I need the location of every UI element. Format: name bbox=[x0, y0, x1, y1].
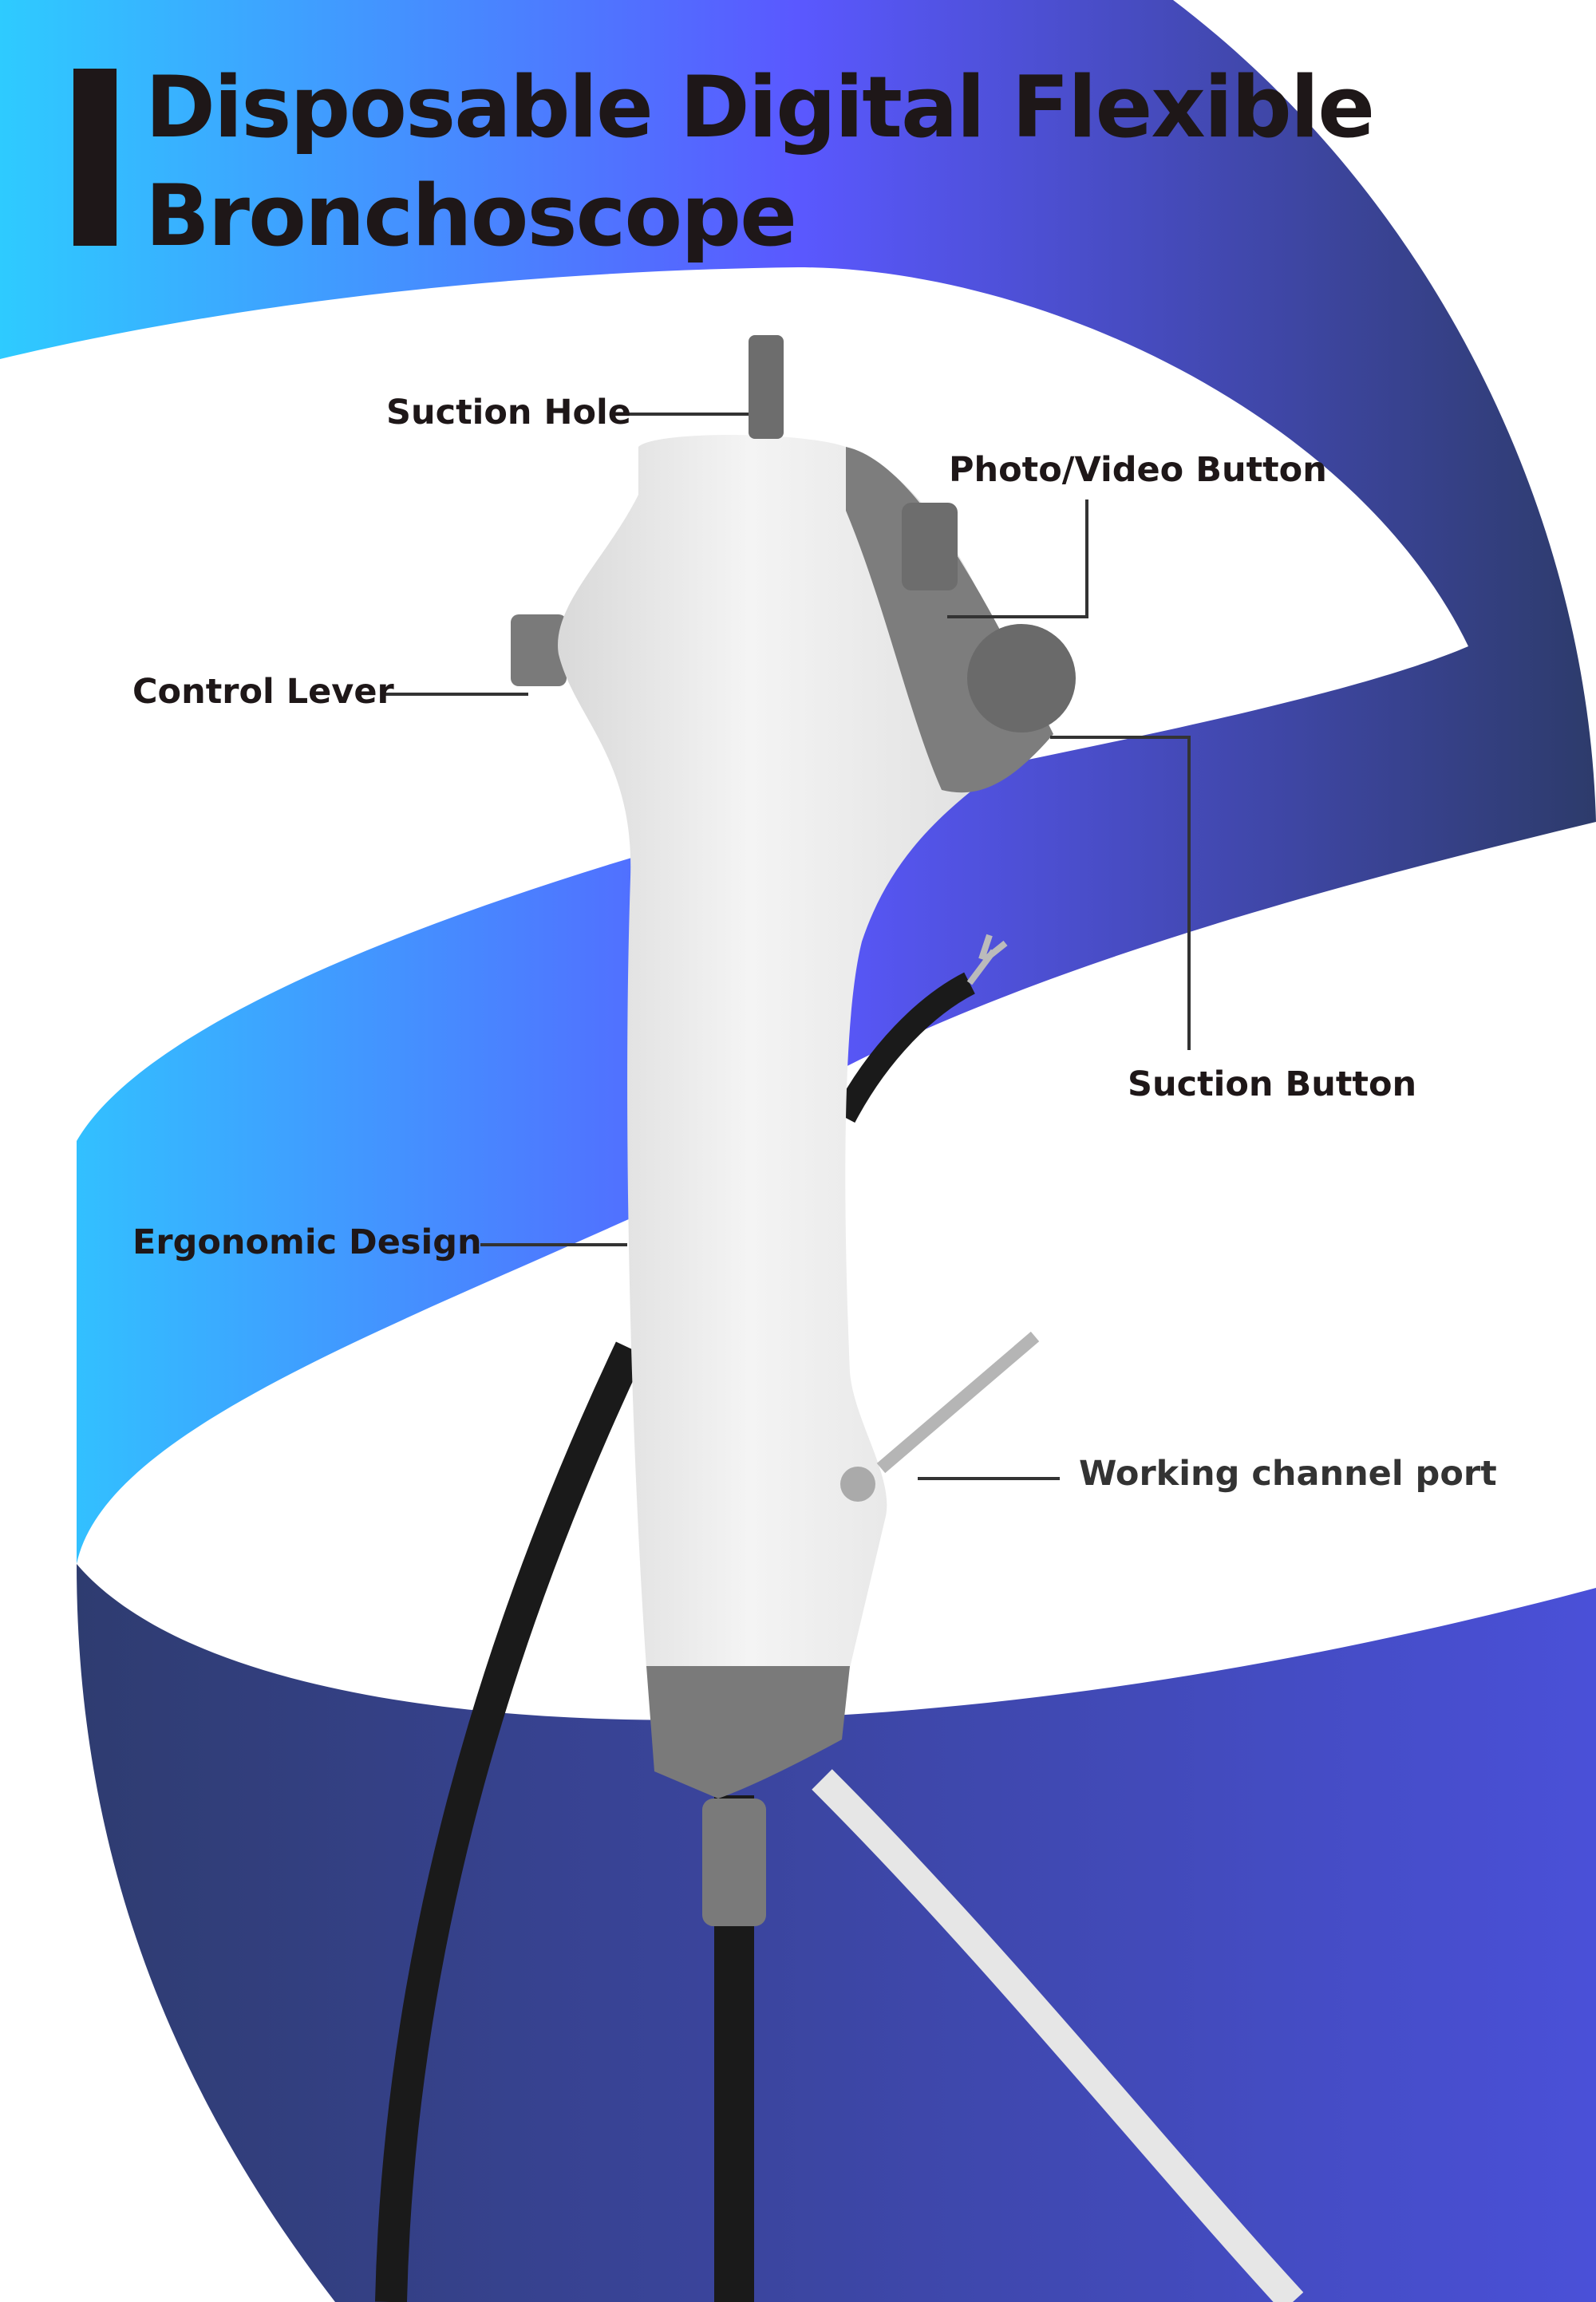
ribbon-bottom bbox=[77, 1564, 1596, 2302]
handle-body bbox=[558, 435, 1037, 1668]
ribbon-top-middle bbox=[0, 0, 1596, 1564]
strain-relief bbox=[702, 1799, 766, 1926]
callout-working-channel-port: Working channel port bbox=[1079, 1454, 1497, 1494]
title-accent-bar bbox=[73, 69, 117, 246]
page-title-line2: Bronchoscope bbox=[145, 167, 797, 265]
control-lever-shape bbox=[511, 614, 567, 686]
page-title-line1: Disposable Digital Flexible bbox=[145, 58, 1375, 156]
callout-control-lever: Control Lever bbox=[132, 672, 394, 712]
upper-cable bbox=[833, 972, 975, 1123]
insertion-cable bbox=[375, 1341, 646, 2302]
working-channel-rod bbox=[876, 1331, 1040, 1474]
white-tube bbox=[812, 1769, 1304, 2302]
working-channel-port-shape bbox=[840, 1467, 875, 1502]
suction-port-shape bbox=[749, 335, 784, 439]
bottom-collar bbox=[646, 1666, 850, 1799]
leader-lines bbox=[385, 413, 1191, 1480]
callout-suction-hole: Suction Hole bbox=[386, 393, 631, 432]
callout-photo-video-button: Photo/Video Button bbox=[949, 450, 1327, 490]
photo-button-shape bbox=[902, 503, 958, 590]
bronchoscope-illustration bbox=[375, 335, 1304, 2302]
forceps-tip bbox=[966, 934, 1008, 985]
callout-suction-button: Suction Button bbox=[1128, 1064, 1417, 1104]
suction-button-shape bbox=[967, 624, 1076, 732]
callout-ergonomic-design: Ergonomic Design bbox=[132, 1222, 482, 1262]
